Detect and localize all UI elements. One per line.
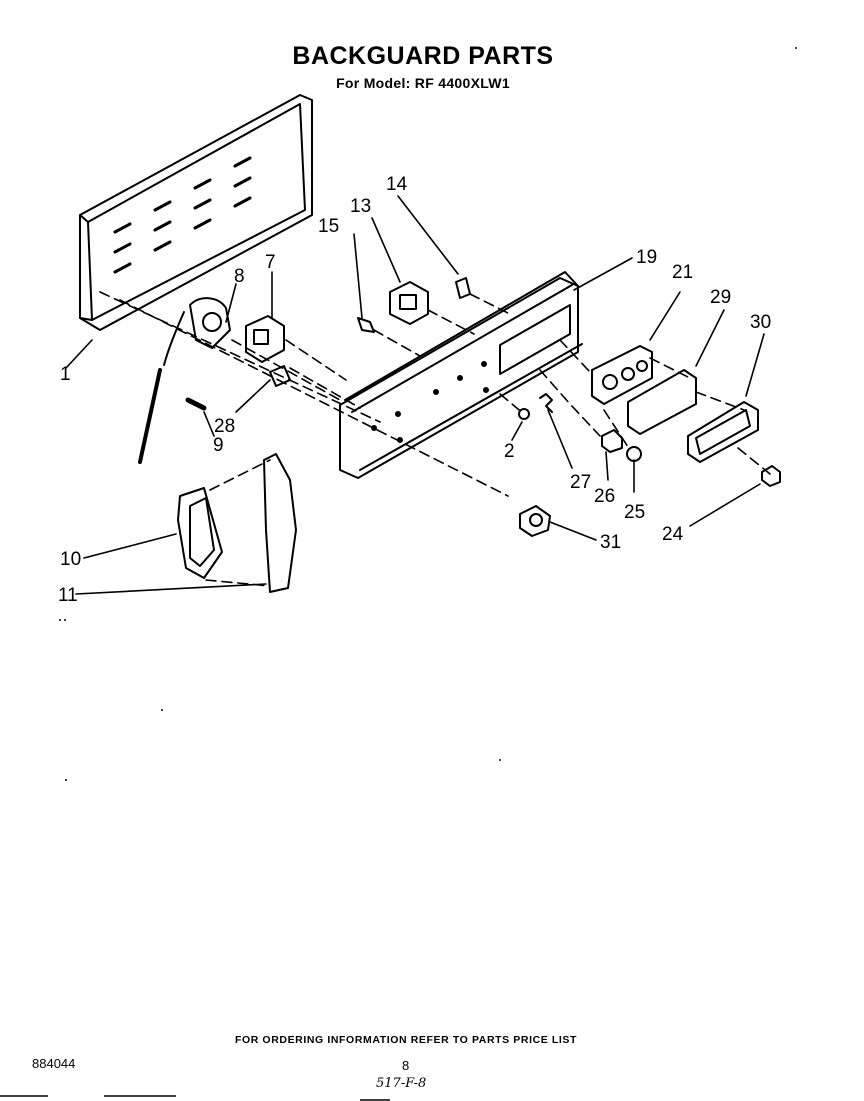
callout-13: 13 — [350, 196, 371, 217]
end-cap-part-11 — [263, 453, 297, 593]
backguard-rear-panel — [79, 94, 313, 331]
document-number: 884044 — [32, 1056, 76, 1071]
control-panel-part-19 — [339, 271, 583, 479]
callout-1: 1 — [60, 364, 71, 385]
spring-part-27 — [539, 393, 553, 413]
clip-part-15 — [357, 317, 375, 333]
callout-15: 15 — [318, 216, 339, 237]
callout-2: 2 — [504, 441, 515, 462]
side-trim-part-10 — [177, 487, 223, 579]
callout-24: 24 — [662, 524, 684, 545]
callout-26: 26 — [594, 486, 615, 507]
callout-10: 10 — [60, 549, 81, 570]
infinite-switch-part-13 — [389, 281, 429, 325]
callout-19: 19 — [636, 247, 657, 268]
handwritten-reference: 517-F-8 — [376, 1076, 427, 1091]
page-title: BACKGUARD PARTS — [292, 42, 554, 70]
knob-part-26 — [601, 429, 623, 453]
callout-8: 8 — [234, 266, 245, 287]
pin-part-9 — [185, 397, 207, 411]
ordering-info-note: FOR ORDERING INFORMATION REFER TO PARTS … — [234, 1034, 578, 1046]
callout-27: 27 — [570, 472, 591, 493]
lens-part-30 — [687, 401, 759, 463]
plug-part-2 — [518, 408, 530, 420]
page-number: 8 — [402, 1058, 410, 1073]
callout-28: 28 — [214, 416, 235, 437]
callout-31: 31 — [600, 532, 621, 553]
callout-25: 25 — [624, 502, 645, 523]
callout-21: 21 — [672, 262, 693, 283]
clock-timer-part-8 — [138, 297, 231, 464]
callout-9: 9 — [213, 435, 224, 456]
callout-29: 29 — [710, 287, 731, 308]
callout-30: 30 — [750, 312, 771, 333]
callout-7: 7 — [265, 252, 276, 273]
callout-11: 11 — [58, 585, 78, 606]
switch-part-7 — [245, 315, 285, 363]
knob-part-25 — [626, 446, 642, 462]
callout-labels: 1 2 7 8 9 10 11 13 14 15 19 21 24 25 26 … — [58, 174, 771, 606]
clock-bezel-part-21 — [591, 345, 653, 405]
clip-part-14 — [455, 277, 471, 299]
knob-part-31 — [519, 505, 551, 537]
window-frame-part-29 — [627, 369, 697, 435]
model-subtitle: For Model: RF 4400XLW1 — [336, 75, 510, 91]
callout-14: 14 — [386, 174, 408, 195]
